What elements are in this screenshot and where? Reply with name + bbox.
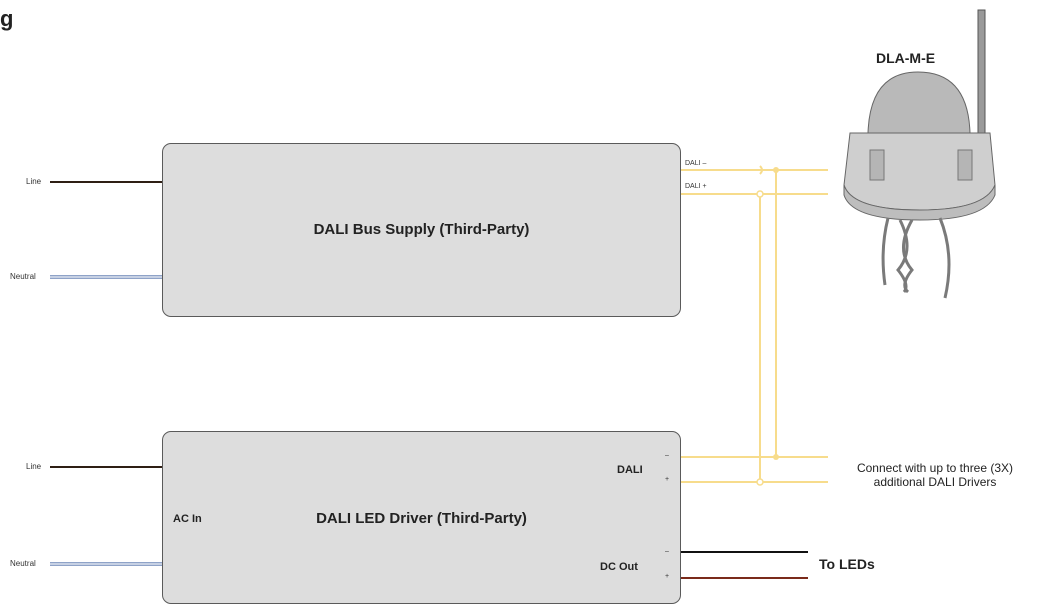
sensor-label: DLA-M-E: [876, 50, 936, 66]
dali-plus-joint-bottom: [756, 478, 764, 486]
sensor-antenna: [977, 9, 986, 151]
dali-minus-joint-bottom: [773, 454, 779, 460]
connect-note: Connect with up to three (3X) additional…: [830, 461, 1040, 489]
ac-in-label: AC In: [173, 513, 202, 525]
dc-minus-terminal: –: [665, 548, 669, 555]
bus-neutral-label: Neutral: [10, 272, 36, 281]
dali-plus-bus: [680, 193, 828, 483]
led-driver-title: DALI LED Driver (Third-Party): [316, 510, 527, 527]
driver-neutral-label: Neutral: [10, 559, 36, 568]
sensor-illustration: [843, 9, 996, 299]
bus-line-label: Line: [26, 177, 42, 186]
dali-plus-joint-top: [756, 190, 764, 198]
dc-out-label: DC Out: [600, 561, 638, 573]
driver-dali-label: DALI: [617, 464, 643, 476]
bus-dali-plus-label: DALI +: [685, 183, 707, 190]
led-driver-box: DALI LED Driver (Third-Party) AC In DALI…: [162, 431, 681, 604]
dali-minus-joint-top: [773, 167, 779, 173]
connect-note-line2: additional DALI Drivers: [873, 475, 997, 489]
partial-heading: g: [0, 6, 14, 31]
driver-dali-minus: –: [665, 452, 669, 459]
bus-supply-title: DALI Bus Supply (Third-Party): [313, 221, 530, 238]
connect-note-line1: Connect with up to three (3X): [856, 461, 1014, 475]
dc-plus-terminal: +: [665, 573, 670, 580]
driver-dali-plus: +: [665, 476, 670, 483]
bus-dali-minus-label: DALI –: [685, 160, 707, 167]
dali-minus-bus: [680, 169, 828, 458]
driver-line-label: Line: [26, 462, 42, 471]
to-leds-label: To LEDs: [819, 556, 875, 572]
bus-supply-box: DALI Bus Supply (Third-Party): [162, 143, 681, 317]
